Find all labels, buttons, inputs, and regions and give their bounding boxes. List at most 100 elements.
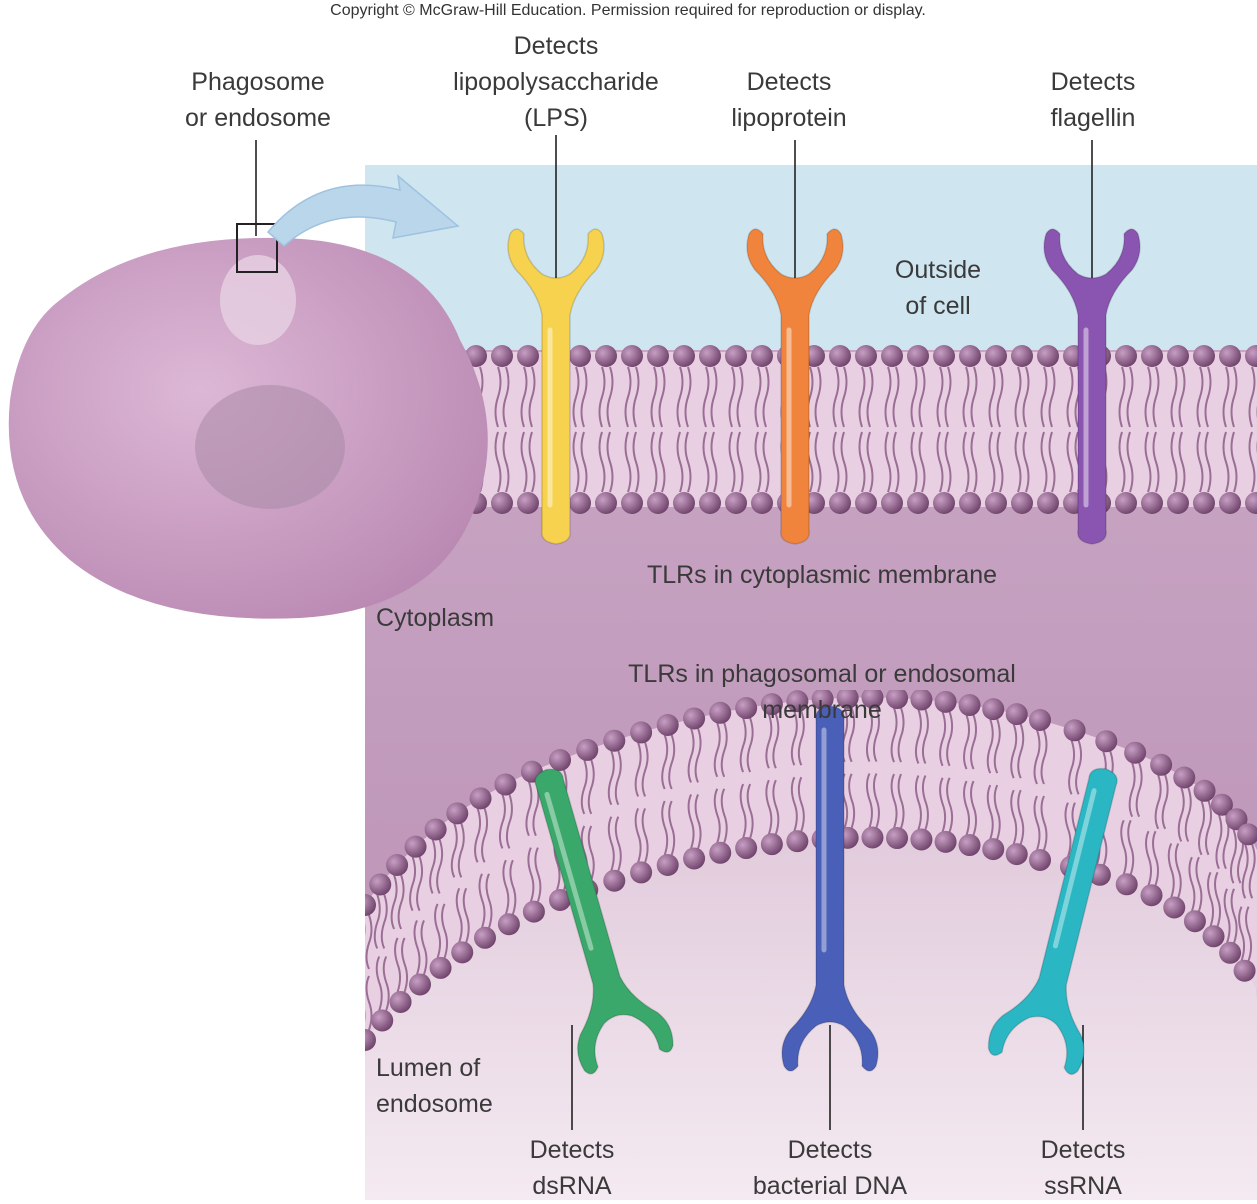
lipid-head [365,894,376,916]
lipid-head [1140,884,1163,907]
lipid-tail [866,431,874,493]
lipid-head [621,345,643,367]
lipid-tail [1014,431,1022,493]
phagosome-vesicle [220,255,296,345]
lipid-tail [1230,431,1238,493]
lipid-tail [658,366,666,428]
lipid-tail [814,431,822,493]
lipid-tail [580,431,588,493]
zoom-arrow [266,174,460,248]
lipid-tail [1248,431,1256,493]
lipid-tail [884,366,892,428]
lipid-head [1245,345,1257,367]
lipid-tail [478,873,486,929]
lipid-tail [832,366,840,428]
lipid-tail [365,1009,366,1022]
lipid-head [910,828,933,851]
lipid-head [1029,849,1051,871]
lipid-head [1202,925,1225,948]
lipid-head [1219,345,1241,367]
lipid-head [985,345,1007,367]
lipid-tail [481,808,489,863]
lipid-tail [1048,366,1056,428]
lipid-head [1141,492,1163,514]
lipid-tail [1170,431,1178,493]
lipid-tail [1040,729,1048,785]
lipid-head [760,693,783,716]
lipid-tail [765,779,773,835]
lipid-tail [494,431,502,493]
lipid-head [1011,345,1033,367]
lipid-tail [944,431,952,493]
lipid-head [365,1029,376,1051]
lipid-tail [502,431,510,493]
lipid-tail [650,431,658,493]
lipid-tail [1184,787,1192,842]
lipid-tail [661,800,669,856]
lipid-head [1219,941,1242,964]
lipid-head [1150,753,1173,776]
tlr-receptor-top [1043,228,1141,545]
lipid-head [1141,345,1163,367]
lipid-tail [572,366,580,428]
lipid-head [1063,719,1086,742]
lipid-tail [632,431,640,493]
lipid-tail [910,431,918,493]
lipid-tail [840,366,848,428]
lipid-head [735,697,758,720]
lipid-head [934,690,957,713]
lipid-tail [1033,795,1041,851]
lipid-tail [884,431,892,493]
lipid-head [576,738,599,761]
lipid-head [569,492,591,514]
lipid-head [811,690,834,711]
lipid-tail [450,823,458,878]
outside-cell-label: Outside of cell [894,256,982,320]
lipid-tail [534,847,542,902]
lipid-tail [946,711,954,767]
lipid-tail [890,773,898,829]
lipid-tail [918,431,926,493]
lipid-tail [848,707,856,763]
lipid-tail [944,366,952,428]
lipid-tail [772,713,780,769]
lipid-tail [441,903,449,959]
lipid-tail [897,707,905,763]
lipid-tail [988,366,996,428]
lipid-tail [996,366,1004,428]
lipid-head [699,345,721,367]
lipid-tail [872,773,880,828]
lipid-head [517,492,539,514]
lipid-tail [1144,431,1152,493]
lipid-tail [416,856,424,912]
lipid-tail [1178,366,1186,428]
lipid-tail [587,759,595,815]
lipid-tail [624,366,632,428]
lipid-tail [866,366,874,428]
lipid-tail [939,777,947,833]
lipid-tail [797,776,805,832]
lipid-tail [720,722,728,778]
lipid-tail [598,366,606,428]
lipid-tail [713,722,721,778]
lipid-tail [525,781,533,837]
lipid-tail [772,779,780,835]
lipid-head [491,345,513,367]
leader-lines [255,135,1093,1130]
lipid-tail [607,816,615,872]
lipid-tail [790,710,798,766]
lipid-tail [624,431,632,493]
lipid-tail [1170,366,1178,428]
lipid-tail [1178,431,1186,493]
lipid-head [751,345,773,367]
lipid-tail [832,431,840,493]
lipid-head [1233,959,1256,982]
lipid-tail [897,773,905,829]
lipid-tail [892,366,900,428]
lipid-tail [373,894,381,949]
lipid-tail [1040,431,1048,493]
lipid-tail [1205,800,1213,856]
lipid-head [517,345,539,367]
lipid-tail [739,783,747,839]
lipid-tail [498,794,506,849]
